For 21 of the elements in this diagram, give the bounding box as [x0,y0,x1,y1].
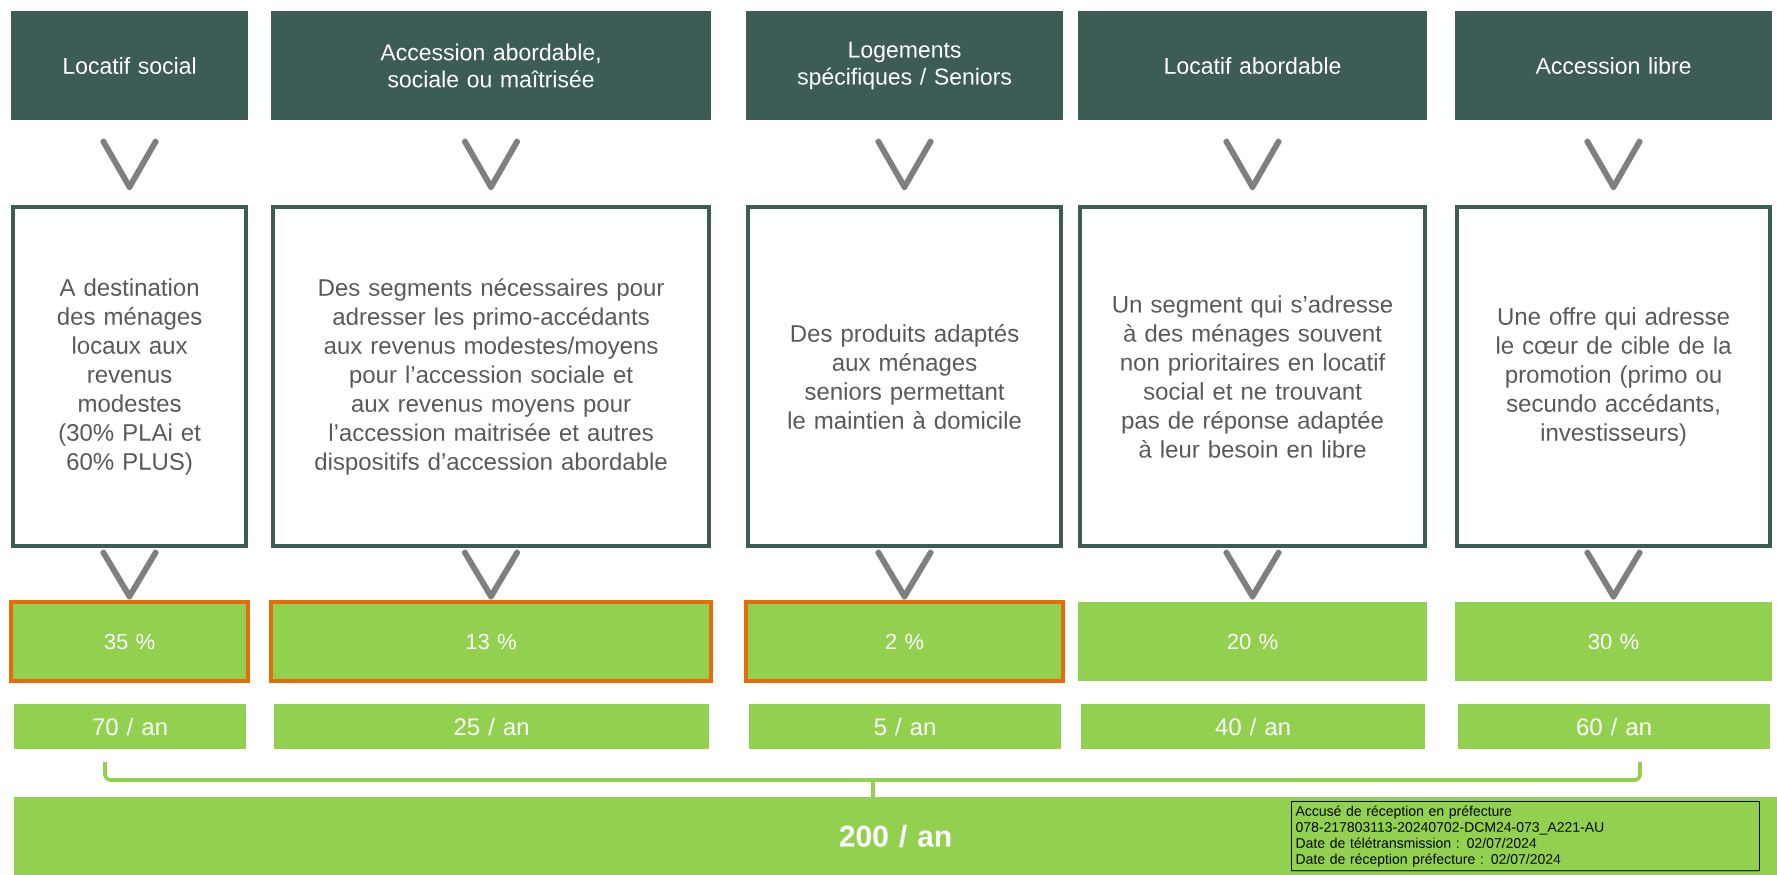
reception-stamp: Accusé de réception en préfecture 078-217803113-20240702-DCM24-073_A221-AU Date de télétransmission : 02/07/2024 Date de réception préfecture : 02/07/2024 [1291,801,1760,872]
category-header: Accession libre [1455,11,1772,120]
percentage-box: 20 % [1078,602,1427,681]
category-header: Locatif abordable [1078,11,1427,120]
description-box: Un segment qui s’adresse à des ménages souvent non prioritaires en locatif social et ne trouvant pas de réponse adaptée à leur besoin en libre [1078,205,1427,548]
percentage-box: 30 % [1455,602,1772,681]
percentage-box: 35 % [9,600,250,683]
annual-count-bar: 60 / an [1458,704,1770,749]
description-box: Des segments nécessaires pour adresser les primo-accédants aux revenus modestes/moyens pour l’accession sociale et aux revenus moyens pour l’accession maitrisée et autres dispositifs d’accession abordable [271,205,711,548]
category-header: Accession abordable, sociale ou maîtrisée [271,11,711,120]
percentage-box: 2 % [744,600,1065,683]
annual-count-bar: 70 / an [14,704,246,749]
description-box: Une offre qui adresse le cœur de cible de la promotion (primo ou secundo accédants, investisseurs) [1455,205,1772,548]
description-box: Des produits adaptés aux ménages seniors permettant le maintien à domicile [746,205,1063,548]
annual-count-bar: 40 / an [1081,704,1425,749]
category-header: Logements spécifiques / Seniors [746,11,1063,120]
annual-count-bar: 5 / an [749,704,1061,749]
annual-count-bar: 25 / an [274,704,709,749]
percentage-box: 13 % [269,600,713,683]
category-header: Locatif social [11,11,248,120]
description-box: A destination des ménages locaux aux revenus modestes (30% PLAi et 60% PLUS) [11,205,248,548]
